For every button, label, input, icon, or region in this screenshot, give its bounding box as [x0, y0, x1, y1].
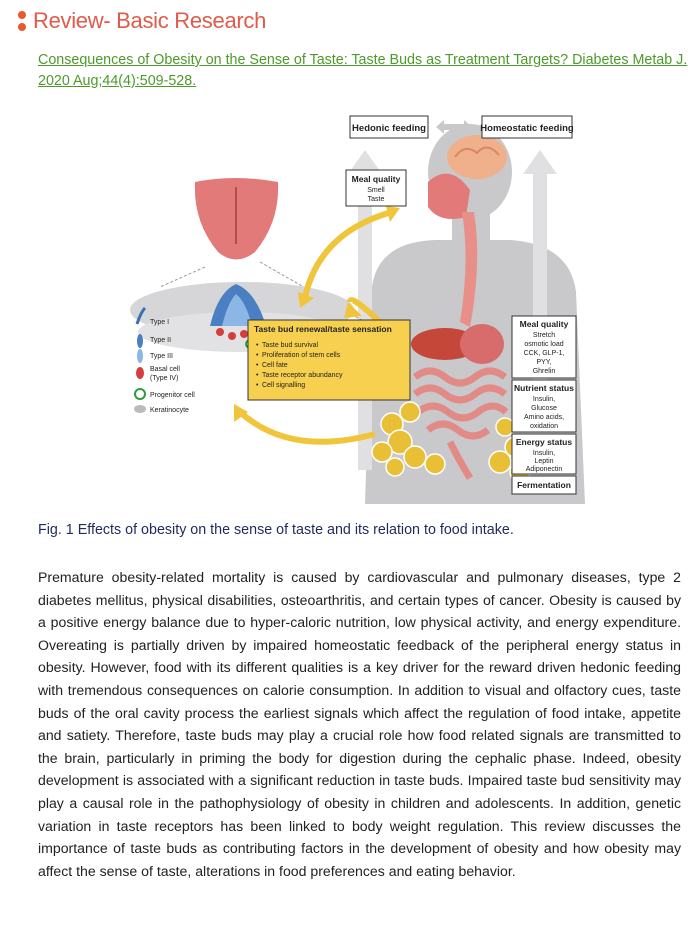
energy-status-title: Energy status	[516, 437, 572, 447]
legend-type3: Type III	[150, 353, 173, 360]
nutrient-status-item: Amino acids,	[524, 414, 564, 421]
svg-text:•: •	[256, 362, 259, 369]
figure-illustration: Hedonic feeding Homeostatic feeding Meal…	[110, 112, 595, 504]
meal-quality-right-item: osmotic load	[524, 341, 563, 348]
nutrient-status-item: Insulin,	[533, 396, 555, 403]
energy-status-item: Adiponectin	[526, 466, 563, 473]
svg-text:•: •	[256, 382, 259, 389]
progenitor-cell-icon	[134, 388, 146, 400]
renewal-item: Cell signalling	[262, 382, 305, 389]
page-title: Review- Basic Research	[33, 8, 267, 33]
meal-quality-top-item: Smell	[367, 187, 385, 194]
abstract-paragraph: Premature obesity-related mortality is c…	[38, 569, 681, 879]
stomach-icon	[460, 324, 504, 364]
nutrient-status-item: oxidation	[530, 423, 558, 430]
nutrient-status-item: Glucose	[531, 405, 557, 412]
meal-quality-right-item: PYY,	[536, 359, 551, 366]
legend-type1: Type I	[150, 319, 169, 326]
legend-progenitor: Progenitor cell	[150, 392, 195, 399]
meal-quality-right-title: Meal quality	[520, 319, 569, 329]
bullet-icon	[17, 9, 27, 33]
meal-quality-top-title: Meal quality	[352, 174, 401, 184]
svg-text:•: •	[256, 342, 259, 349]
legend-basal-cell: Basal cell	[150, 366, 180, 373]
meal-quality-right-item: Stretch	[533, 332, 555, 339]
meal-quality-right-item: CCK, GLP-1,	[524, 350, 565, 357]
intestines-icon	[412, 367, 509, 480]
legend-type4: (Type IV)	[150, 375, 178, 382]
renewal-item: Taste receptor abundancy	[262, 372, 343, 379]
meal-quality-top-item: Taste	[368, 196, 385, 203]
fermentation-title: Fermentation	[517, 480, 571, 490]
svg-text:•: •	[256, 372, 259, 379]
energy-status-item: Leptin	[534, 458, 553, 465]
legend-keratinocyte: Keratinocyte	[150, 407, 189, 414]
keratinocyte-icon	[134, 405, 146, 413]
homeostatic-feeding-label: Homeostatic feeding	[480, 123, 574, 134]
legend-type2: Type II	[150, 337, 171, 344]
hedonic-feeding-label: Hedonic feeding	[352, 123, 426, 134]
renewal-title: Taste bud renewal/taste sensation	[254, 324, 392, 334]
renewal-item: Proliferation of stem cells	[262, 352, 341, 359]
section-header: Review- Basic Research	[17, 6, 266, 36]
renewal-item: Cell fate	[262, 362, 288, 369]
type2-cell-icon	[137, 334, 143, 348]
energy-status-item: Insulin,	[533, 450, 555, 457]
brain-icon	[447, 135, 507, 179]
meal-quality-right-item: Ghrelin	[533, 368, 556, 375]
figure-caption: Fig. 1 Effects of obesity on the sense o…	[38, 522, 514, 538]
double-arrow-icon	[436, 120, 472, 134]
citation-link[interactable]: Consequences of Obesity on the Sense of …	[38, 52, 688, 89]
basal-cell-icon	[136, 367, 144, 379]
renewal-item: Taste bud survival	[262, 342, 318, 349]
svg-text:•: •	[256, 352, 259, 359]
type3-cell-icon	[137, 349, 143, 363]
type1-cell-icon	[135, 306, 147, 325]
esophagus-icon	[460, 212, 478, 327]
nutrient-status-title: Nutrient status	[514, 383, 574, 393]
